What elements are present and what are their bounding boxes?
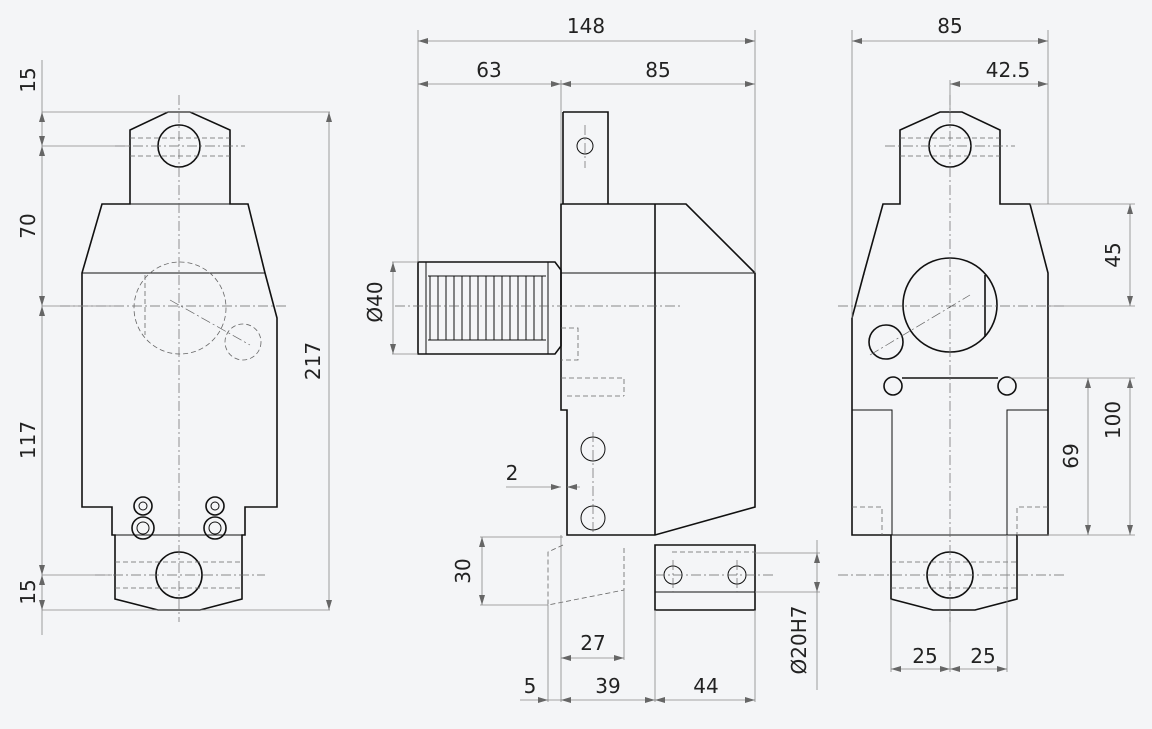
dim-gap: 5 — [524, 674, 537, 698]
dim-step: 2 — [506, 461, 519, 485]
hidden-bore — [224, 323, 262, 361]
screw-hole-inner — [138, 501, 148, 511]
right-view-edge — [852, 273, 1048, 536]
dim-bore: Ø20H7 — [787, 606, 811, 675]
dim-offset-height: 30 — [451, 558, 475, 583]
dim-inner-height: 69 — [1059, 443, 1083, 468]
dim-base-right: 44 — [693, 674, 718, 698]
hidden-bore — [133, 261, 227, 355]
hidden-lines — [115, 137, 242, 589]
dim-width: 85 — [937, 14, 962, 38]
screw-hole-inner — [208, 521, 222, 535]
shank-serrations — [428, 275, 546, 341]
dim-top-height: 45 — [1101, 242, 1125, 267]
dim-inner-width: 27 — [580, 631, 605, 655]
dim-top-tab: 15 — [16, 67, 40, 92]
dim-shank-diameter: Ø40 — [363, 281, 387, 322]
top-tab — [562, 111, 609, 204]
left-view: 15 70 117 15 217 — [16, 60, 332, 635]
middle-view-centerlines — [395, 125, 775, 592]
right-view: 85 42.5 45 100 69 25 25 — [838, 14, 1135, 672]
screw-hole — [205, 496, 225, 516]
relief-hole — [883, 376, 903, 396]
left-view-dimensions: 15 70 117 15 217 — [16, 60, 332, 635]
screw-hole — [133, 496, 153, 516]
dim-bottom-left: 25 — [912, 644, 937, 668]
middle-view-dimensions: 148 63 85 Ø40 2 30 27 5 39 44 Ø20H7 — [363, 14, 820, 703]
middle-view-body — [560, 203, 756, 536]
screw-hole-inner — [136, 521, 150, 535]
dim-base-left: 39 — [595, 674, 620, 698]
left-view-centerlines — [60, 95, 288, 622]
right-view-outline — [851, 111, 1049, 611]
screw-hole — [131, 516, 155, 540]
hidden-lines — [547, 327, 755, 606]
base-block — [654, 544, 756, 611]
shank-edge — [425, 262, 549, 354]
dim-bottom-tab: 15 — [16, 579, 40, 604]
dim-upper: 70 — [16, 213, 40, 238]
dim-lower-height: 100 — [1101, 401, 1125, 439]
dim-bottom-right: 25 — [970, 644, 995, 668]
dim-total-width: 148 — [567, 14, 605, 38]
dim-half-width: 42.5 — [986, 58, 1031, 82]
right-view-dimensions: 85 42.5 45 100 69 25 25 — [851, 14, 1135, 672]
screw-hole-inner — [210, 501, 220, 511]
dim-left-part: 63 — [476, 58, 501, 82]
dim-right-part: 85 — [645, 58, 670, 82]
right-view-centerlines — [838, 95, 1065, 622]
relief-hole — [997, 376, 1017, 396]
screw-hole — [203, 516, 227, 540]
side-bore — [868, 324, 904, 360]
dim-overall: 217 — [301, 342, 325, 380]
dim-lower: 117 — [16, 421, 40, 459]
middle-view: 148 63 85 Ø40 2 30 27 5 39 44 Ø20H7 — [363, 14, 820, 703]
